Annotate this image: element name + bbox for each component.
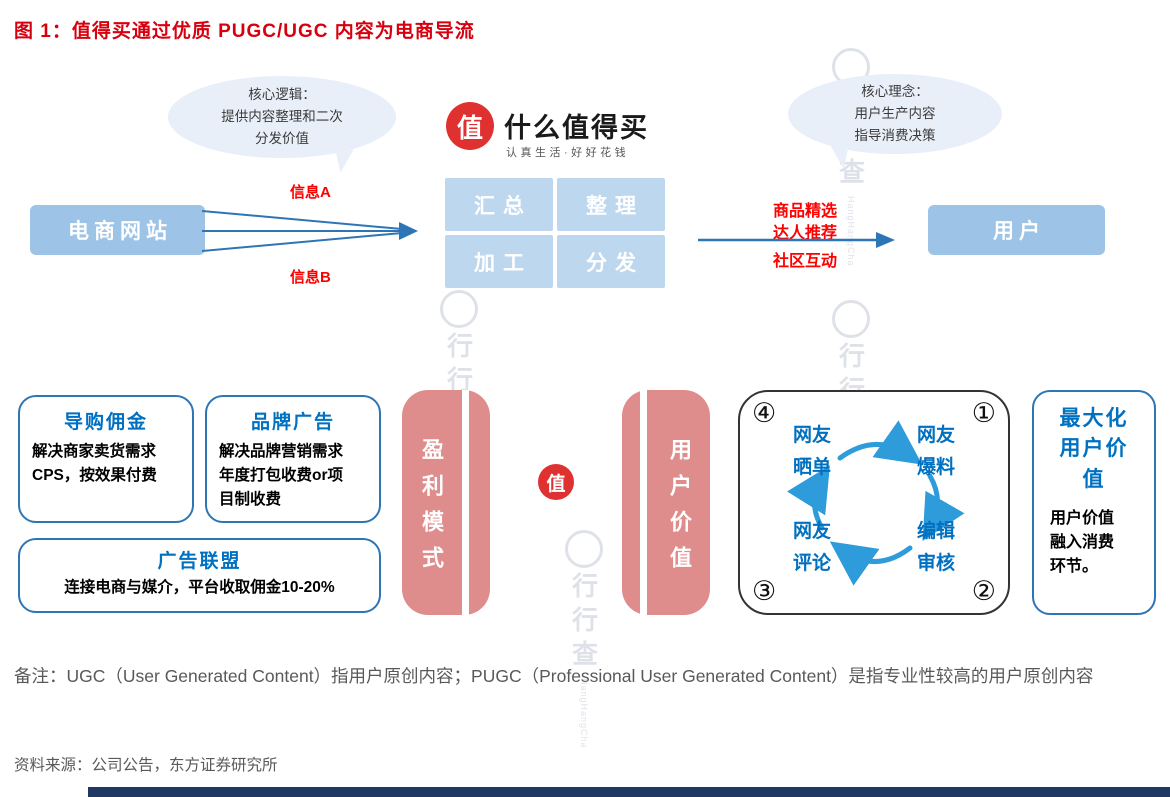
profit-model-bar: 盈利模式 [402,390,490,615]
smzdm-logo-slogan: 认真生活·好好花钱 [506,147,630,159]
right-bubble-line: 用户生产内容 [854,105,936,121]
user-box: 用户 [928,205,1105,255]
step-number-1: ① [971,398,996,428]
remark-note: 备注：UGC（User Generated Content）指用户原创内容；PU… [14,666,1094,686]
step-number-4: ④ [752,398,777,428]
smzdm-small-logo-icon: 值 [538,464,574,500]
left-speech-bubble: 核心逻辑： 提供内容整理和二次 分发价值 [168,76,396,173]
bubble-tail [826,145,848,169]
smzdm-logo-name: 什么值得买 [504,113,649,143]
watermark-logo-icon [832,300,870,338]
bar-divider [462,390,469,615]
bar-divider [640,390,647,615]
ad-alliance-box: 广告联盟 连接电商与媒介，平台收取佣金10-20% [18,538,381,613]
info-a-label: 信息A [290,184,331,201]
step-number-2: ② [971,576,996,606]
ad-alliance-box-title: 广告联盟 [157,551,242,572]
max-user-value-body: 用户价值 融入消费 环节。 [1050,510,1115,576]
left-bubble-line: 核心逻辑： [248,86,316,102]
brand-ads-box: 品牌广告 解决品牌营销需求 年度打包收费or项 目制收费 [205,395,381,523]
brand-ads-box-body: 解决品牌营销需求 年度打包收费or项 目制收费 [219,443,344,509]
watermark-logo-icon [565,530,603,568]
ecommerce-site-box: 电商网站 [30,205,205,255]
step-number-3: ③ [752,576,777,606]
commission-box-body: 解决商家卖货需求 CPS，按效果付费 [32,443,157,485]
mid-label-1: 商品精选 [772,203,837,220]
ad-alliance-box-body: 连接电商与媒介，平台收取佣金10-20% [64,579,335,596]
cycle-label-tipoff: 网友 爆料 [916,425,955,479]
grid-cell-fenfa: 分发 [557,235,665,288]
bubble-tail [336,149,358,173]
grid-cell-huizong: 汇总 [445,178,553,231]
watermark: 行行查 HangHangCha [565,530,603,749]
right-bubble-line: 核心理念： [861,83,929,99]
smzdm-logo-glyph: 值 [456,112,483,143]
left-bubble-line: 提供内容整理和二次 [221,108,343,124]
info-b-label: 信息B [290,269,331,286]
figure-title: 图 1：值得买通过优质 PUGC/UGC 内容为电商导流 [14,21,475,42]
right-arrow-icon [698,232,895,248]
right-speech-bubble: 核心理念： 用户生产内容 指导消费决策 [788,74,1002,169]
left-bubble-line: 分发价值 [255,131,309,147]
grid-cell-zhengli: 整理 [557,178,665,231]
commission-box: 导购佣金 解决商家卖货需求 CPS，按效果付费 [18,395,194,523]
cycle-label-comment: 网友 评论 [792,521,831,575]
right-bubble-line: 指导消费决策 [854,128,936,144]
footer-bar [88,787,1170,797]
cycle-arrows-icon [787,420,965,586]
user-value-bar: 用户价值 [622,390,710,615]
smzdm-logo-icon: 值 [446,102,494,150]
grid-cell-jiagong: 加工 [445,235,553,288]
max-user-value-box: 最大化 用户价 值 用户价值 融入消费 环节。 [1032,390,1156,615]
ugc-cycle-box: ④ ① ③ ② 网友 晒单 网友 爆料 网友 评论 编辑 审核 [738,390,1010,615]
brand-ads-box-title: 品牌广告 [250,412,335,433]
watermark-logo-icon [440,290,478,328]
converging-arrows-icon [202,210,418,252]
commission-box-title: 导购佣金 [63,412,148,433]
profit-model-label: 盈利模式 [419,437,444,582]
user-value-label: 用户价值 [667,437,692,582]
content-process-grid: 汇总 整理 加工 分发 [445,178,665,288]
max-user-value-title: 最大化 用户价 值 [1059,407,1129,491]
mid-label-3: 社区互动 [772,253,837,270]
source-note: 资料来源：公司公告，东方证券研究所 [14,757,278,774]
cycle-label-share: 网友 晒单 [792,425,831,479]
cycle-label-review: 编辑 审核 [916,521,955,575]
mid-label-2: 达人推荐 [772,225,837,242]
